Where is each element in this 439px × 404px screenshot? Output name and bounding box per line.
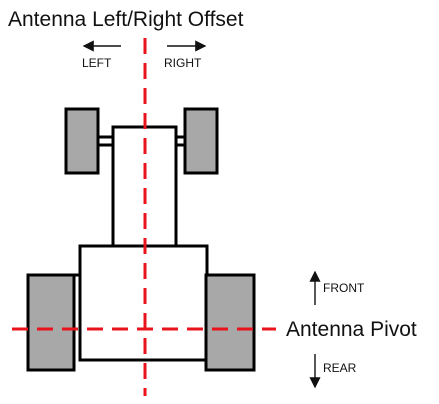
diagram-title: Antenna Left/Right Offset bbox=[8, 8, 244, 31]
rear-right-wheel bbox=[204, 273, 256, 372]
left-label: LEFT bbox=[82, 56, 112, 70]
right-label: RIGHT bbox=[164, 56, 202, 70]
rear-left-wheel bbox=[26, 273, 76, 372]
front-right-wheel bbox=[183, 107, 219, 175]
rear-label: REAR bbox=[323, 361, 357, 375]
front-label: FRONT bbox=[323, 281, 365, 295]
antenna-pivot-label: Antenna Pivot bbox=[286, 318, 417, 341]
front-left-wheel bbox=[64, 107, 100, 175]
